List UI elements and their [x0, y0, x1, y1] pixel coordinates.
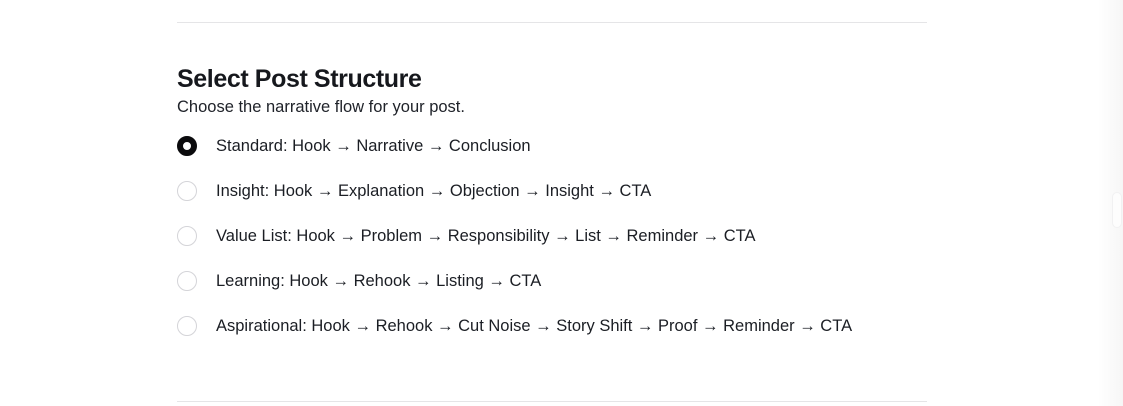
- radio-option-value-list[interactable]: Value List: Hook → Problem → Responsibil…: [177, 224, 927, 248]
- radio-button-icon[interactable]: [177, 181, 197, 201]
- option-label: Aspirational: Hook → Rehook → Cut Noise …: [216, 317, 853, 335]
- option-label: Insight: Hook → Explanation → Objection …: [216, 182, 652, 200]
- option-label: Standard: Hook → Narrative → Conclusion: [216, 137, 531, 155]
- bottom-divider: [177, 401, 927, 402]
- radio-option-insight[interactable]: Insight: Hook → Explanation → Objection …: [177, 179, 927, 203]
- post-structure-options: Standard: Hook → Narrative → Conclusion …: [177, 134, 927, 359]
- radio-option-aspirational[interactable]: Aspirational: Hook → Rehook → Cut Noise …: [177, 314, 927, 338]
- option-label: Value List: Hook → Problem → Responsibil…: [216, 227, 756, 245]
- top-divider: [177, 22, 927, 23]
- radio-button-icon[interactable]: [177, 316, 197, 336]
- section-subtitle: Choose the narrative flow for your post.: [177, 98, 465, 116]
- radio-button-selected-icon[interactable]: [177, 136, 197, 156]
- radio-button-icon[interactable]: [177, 271, 197, 291]
- radio-option-standard[interactable]: Standard: Hook → Narrative → Conclusion: [177, 134, 927, 158]
- radio-option-learning[interactable]: Learning: Hook → Rehook → Listing → CTA: [177, 269, 927, 293]
- radio-button-icon[interactable]: [177, 226, 197, 246]
- page-title: Select Post Structure: [177, 65, 422, 93]
- option-label: Learning: Hook → Rehook → Listing → CTA: [216, 272, 542, 290]
- scrollbar-thumb[interactable]: [1112, 192, 1122, 228]
